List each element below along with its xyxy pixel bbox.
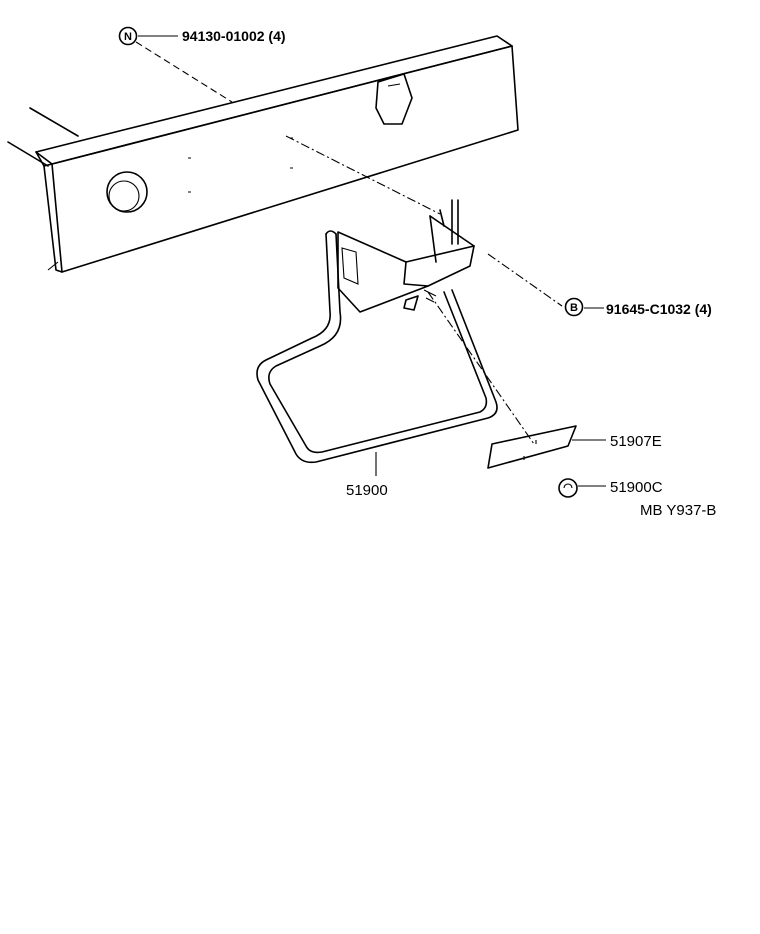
bolt-n-letter: N	[124, 31, 132, 43]
carrier-part-number: 51900	[346, 482, 388, 499]
bolt-b-part-number: 91645-C1032 (4)	[606, 301, 712, 317]
nut	[558, 478, 578, 498]
plate-part-number: 51907E	[610, 433, 662, 450]
bolt-n-part-number: 94130-01002 (4)	[182, 28, 286, 44]
spare-tire-carrier	[256, 199, 498, 464]
figure-code: MB Y937-B	[640, 502, 716, 519]
leader-lines	[135, 35, 606, 487]
bolt-n-symbol: N	[118, 26, 138, 46]
plate	[487, 425, 577, 469]
bolt-b-letter: B	[570, 302, 578, 314]
frame-crossmember	[7, 35, 519, 273]
bolt-b-symbol: B	[564, 297, 584, 317]
nut-part-number: 51900C	[610, 479, 663, 496]
